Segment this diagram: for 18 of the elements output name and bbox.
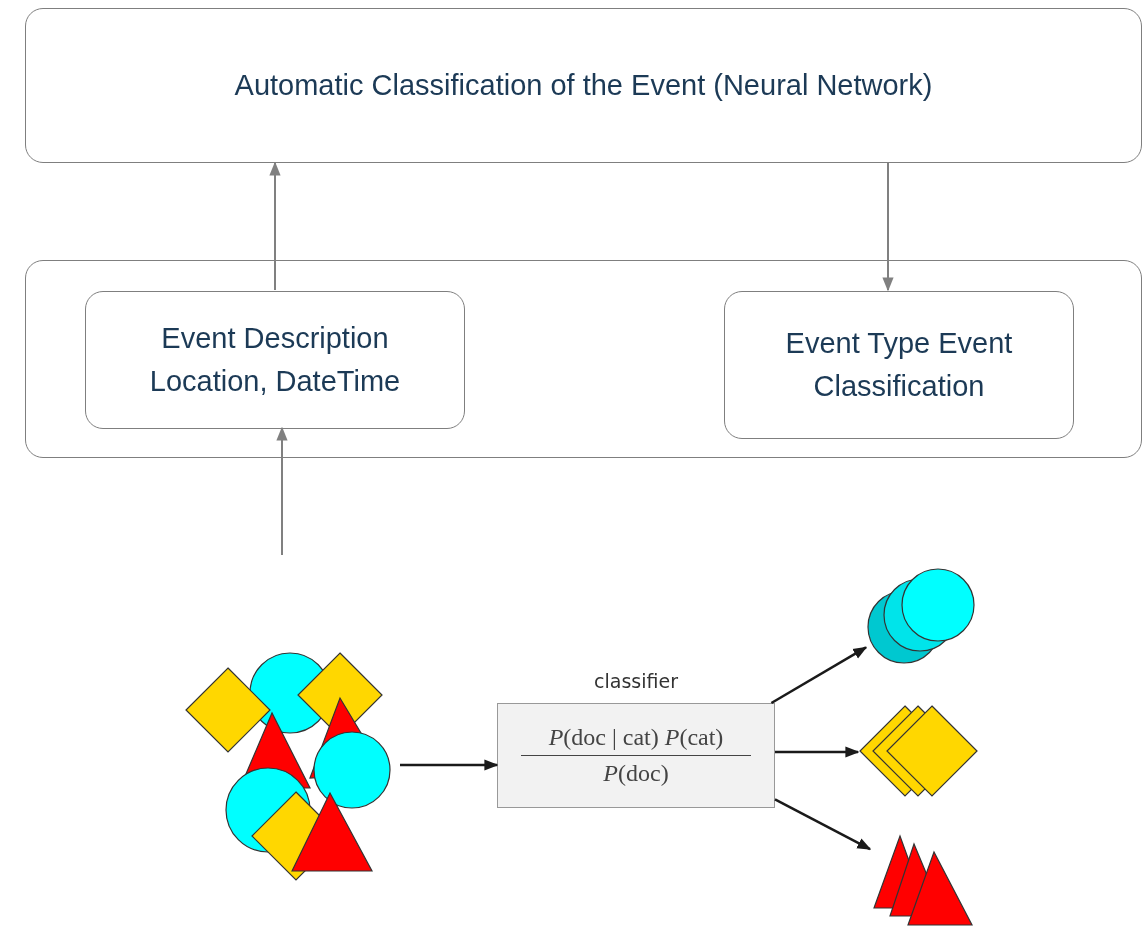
box-text: Automatic Classification of the Event (Neural Network)	[234, 67, 933, 103]
formula-numerator: P(doc | cat) P(cat)	[548, 723, 724, 751]
arrow	[774, 798, 872, 851]
process-box	[85, 291, 465, 429]
heading-text: classifier	[593, 670, 679, 692]
system-panel	[25, 260, 1142, 458]
process-box	[25, 8, 1142, 163]
formula-denominator: P(doc)	[603, 760, 669, 788]
arrow	[276, 426, 288, 556]
box-text: Event Type Event Classification	[784, 325, 1014, 404]
arrow	[770, 646, 868, 705]
arrow	[400, 759, 499, 771]
circle-stack-drawing	[866, 565, 976, 665]
process-box	[724, 291, 1074, 439]
arrow	[775, 746, 860, 758]
arrow	[882, 162, 894, 292]
arrow	[269, 161, 281, 291]
box-text: Event Description Location, DateTime	[148, 320, 402, 399]
